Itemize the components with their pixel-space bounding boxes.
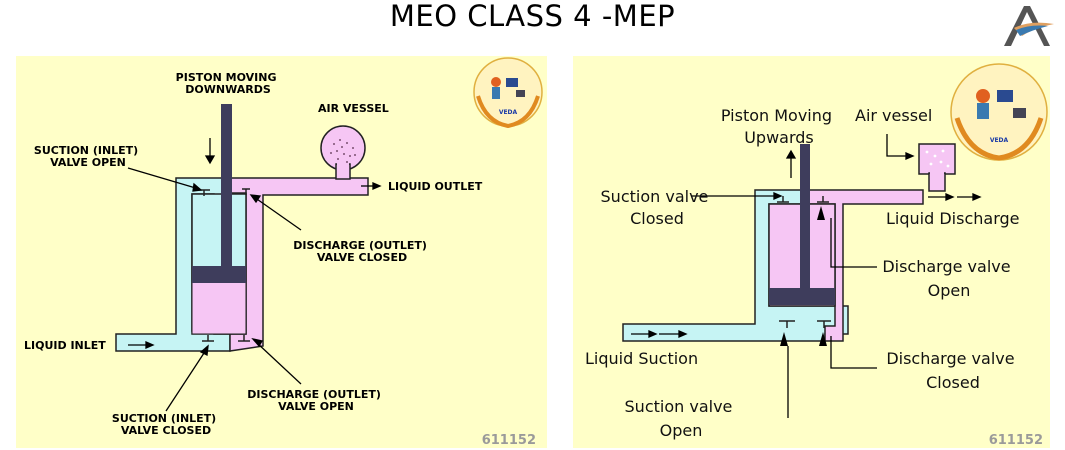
left-diagram-panel: PISTON MOVING DOWNWARDS AIR VESSEL SUCTI… — [16, 56, 547, 448]
piston-label-left: PISTON MOVING DOWNWARDS — [176, 71, 281, 96]
liquid-inlet-label-left: LIQUID INLET — [24, 339, 106, 352]
discharge-open-label-left: DISCHARGE (OUTLET) VALVE OPEN — [247, 388, 385, 413]
discharge-passage-left — [229, 177, 369, 352]
svg-text:VEDA: VEDA — [499, 109, 518, 116]
suction-closed-label-right: Suction valve Closed — [601, 187, 714, 228]
page-title: MEO CLASS 4 -MEP — [389, 0, 676, 33]
piston-rod-left — [221, 104, 232, 269]
air-vessel-label-left: AIR VESSEL — [318, 102, 389, 115]
discharge-closed-label-right: Discharge valve Closed — [886, 349, 1019, 392]
svg-text:VEDA: VEDA — [990, 137, 1009, 144]
piston-left — [192, 266, 246, 283]
veda-badge-icon-right: VEDA — [950, 63, 1048, 161]
air-vessel-right — [918, 143, 956, 175]
liquid-outlet-label-left: LIQUID OUTLET — [388, 180, 483, 193]
piston-right — [769, 288, 835, 305]
pump-diagram-downstroke: PISTON MOVING DOWNWARDS AIR VESSEL SUCTI… — [24, 57, 543, 448]
image-code-left: 611152 — [482, 433, 536, 448]
discharge-open-label-right: Discharge valve Open — [882, 257, 1015, 300]
piston-rod-right — [800, 144, 810, 289]
brand-logo-icon — [1004, 6, 1054, 46]
pump-diagram-upstroke: Piston Moving Upwards Air vessel Suction… — [585, 63, 1048, 448]
suction-closed-label-left: SUCTION (INLET) VALVE CLOSED — [112, 412, 220, 437]
veda-badge-icon-left: VEDA — [473, 57, 543, 129]
liquid-discharge-label-right: Liquid Discharge — [886, 209, 1019, 228]
air-vessel-label-right: Air vessel — [855, 106, 932, 125]
discharge-closed-label-left: DISCHARGE (OUTLET) VALVE CLOSED — [293, 239, 431, 264]
piston-label-right: Piston Moving Upwards — [721, 106, 837, 147]
suction-open-label-right: Suction valve Open — [625, 397, 738, 440]
suction-open-label-left: SUCTION (INLET) VALVE OPEN — [34, 144, 142, 169]
liquid-suction-label-right: Liquid Suction — [585, 349, 698, 368]
image-code-right: 611152 — [989, 433, 1043, 448]
right-diagram-panel: Piston Moving Upwards Air vessel Suction… — [573, 56, 1050, 448]
